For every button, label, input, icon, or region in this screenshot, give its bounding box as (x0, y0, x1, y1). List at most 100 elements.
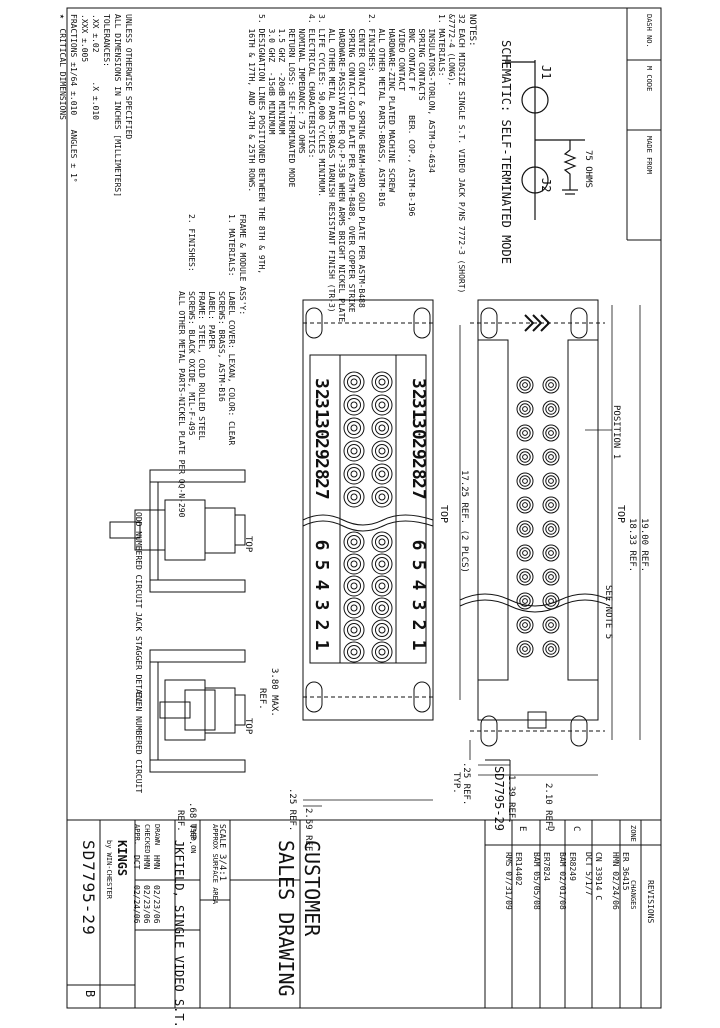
jack-ring (375, 398, 389, 412)
jack-ring (347, 421, 361, 435)
note-line: CENTER CONTACT & SPRING BEAM-HARD GOLD P… (357, 14, 366, 308)
circuit-number: 1 (408, 639, 429, 651)
jack-ring (371, 463, 393, 485)
jack-ring (375, 645, 389, 659)
title-drawn: DRAWN (153, 824, 161, 846)
revision-entry: ER8249 (568, 852, 577, 881)
detail-even-label: EVEN NUMBERED CIRCUIT (134, 692, 143, 794)
note-line: 32 EACH MIDSIZE SINGLE S.T. VIDEO JACK P… (457, 14, 466, 294)
jack-ring (519, 619, 531, 631)
jack-ring (545, 379, 557, 391)
circuit-number: 31 (311, 398, 332, 420)
jack-ring (519, 643, 531, 655)
jack-ring (350, 648, 358, 656)
circuit-number: 4 (408, 579, 429, 591)
frame-note-line: 1. MATERIALS: LABEL COVER: LEXAN, COLOR:… (227, 214, 236, 446)
tolerance-line: ★ CRITICAL DIMENSIONS (58, 14, 67, 120)
jack-ring (371, 440, 393, 462)
jack-ring (519, 451, 531, 463)
jack-ring (350, 378, 358, 386)
note-line: 3.0 GHZ -15dB MINIMUM (267, 14, 276, 135)
jack-ring (343, 619, 365, 641)
circuit-number: 5 (408, 559, 429, 571)
jack-ring (343, 417, 365, 439)
jack-ring (375, 623, 389, 637)
note-line: 3. LIFE CYCLES: 50,000 CYCLES MINIMUM. (317, 14, 326, 198)
circuit-number: 29 (311, 438, 332, 460)
jack-ring (548, 646, 554, 652)
jack-ring (343, 394, 365, 416)
jack-ring (542, 376, 560, 394)
jack-ring (343, 597, 365, 619)
jack-ring (542, 616, 560, 634)
jack-ring (542, 472, 560, 490)
title-approved-by: DCT (132, 855, 141, 870)
jack-ring (519, 595, 531, 607)
detail-odd-label: ODD NUMBERED CIRCUIT (134, 512, 143, 609)
note-line: RETURN LOSS: SELF-TERMINATED MODE (287, 14, 296, 188)
note-line: SPRING CONTACT-GOLD PLATE PER ASTM-B488,… (347, 14, 356, 313)
circuit-number: 32 (311, 378, 332, 400)
jack-ring (516, 472, 534, 490)
frame-note-line: LABEL: PAPER (207, 214, 216, 349)
circuit-number: 4 (311, 579, 332, 591)
jack-ring (371, 641, 393, 663)
front-top-label: TOP (438, 505, 449, 524)
title-surface-area: APPROX SURFACE AREA (211, 824, 219, 905)
jack-ring (371, 619, 393, 641)
jack-ring (375, 444, 389, 458)
rear-jacks (516, 376, 560, 658)
jack-ring (375, 579, 389, 593)
jack-ring (378, 493, 386, 501)
jack-ring (371, 553, 393, 575)
jack-ring (347, 601, 361, 615)
jack-ring (378, 378, 386, 386)
jack-ring (516, 520, 534, 538)
title-revision: B (83, 990, 97, 998)
rear-dim-25: .25 REF. (461, 762, 471, 806)
revision-letter: C (571, 826, 581, 832)
note-line: HARDWARE-ZINC PLATED MACHINE SCREW (387, 14, 396, 193)
revision-letter: D (545, 826, 555, 832)
jack-ring (545, 475, 557, 487)
jack-ring (548, 622, 554, 628)
jack-ring (378, 648, 386, 656)
revision-entry: HMN 02/24/06 (611, 852, 620, 910)
jack-ring (343, 371, 365, 393)
jack-ring (375, 421, 389, 435)
header-tab-dash: DASH NO. (645, 14, 653, 48)
tolerance-line: TOLERANCES: (102, 14, 111, 67)
note-line: HARDWARE-PASSIVATE PER QQ-P-35B WHEN ARM… (337, 14, 346, 323)
jack-ring (350, 447, 358, 455)
jack-ring (371, 486, 393, 508)
rear-position-1: POSITION 1 (611, 405, 621, 460)
circuit-number: 30 (311, 418, 332, 440)
detail-max: 3.80 MAX. (269, 668, 279, 717)
circuit-number: 6 (311, 539, 332, 551)
jack-ring (545, 619, 557, 631)
jack-ring (516, 568, 534, 586)
note-line: 1. MATERIALS: (437, 14, 446, 77)
jack-ring (545, 643, 557, 655)
circuit-number: 31 (408, 398, 429, 420)
tolerance-line: .XX ±.02 .X ±.010 (91, 14, 100, 120)
frame-note-line: SCREWS: BRASS, ASTM-B16 (217, 214, 226, 402)
jack-ring (378, 604, 386, 612)
note-line: INSULATORS-TORLON, ASTM-D-4634 (427, 14, 436, 173)
jack-ring (371, 394, 393, 416)
jack-ring (371, 597, 393, 619)
jack-ring (519, 523, 531, 535)
note-line: 2. FINISHES: (367, 14, 376, 72)
jack-ring (522, 526, 528, 532)
jack-ring (347, 579, 361, 593)
tolerance-line: FRACTIONS ±1/64 ±.010 ANGLES ± 1° (69, 14, 78, 183)
note-line: NOMINAL IMPEDANCE: 75 OHMS (297, 14, 306, 154)
jack-ring (516, 424, 534, 442)
jack-ring (378, 582, 386, 590)
jack-ring (542, 448, 560, 466)
circuit-number: 28 (311, 458, 332, 480)
jack-ring (350, 401, 358, 409)
title-checked: CHECKED (143, 824, 151, 854)
